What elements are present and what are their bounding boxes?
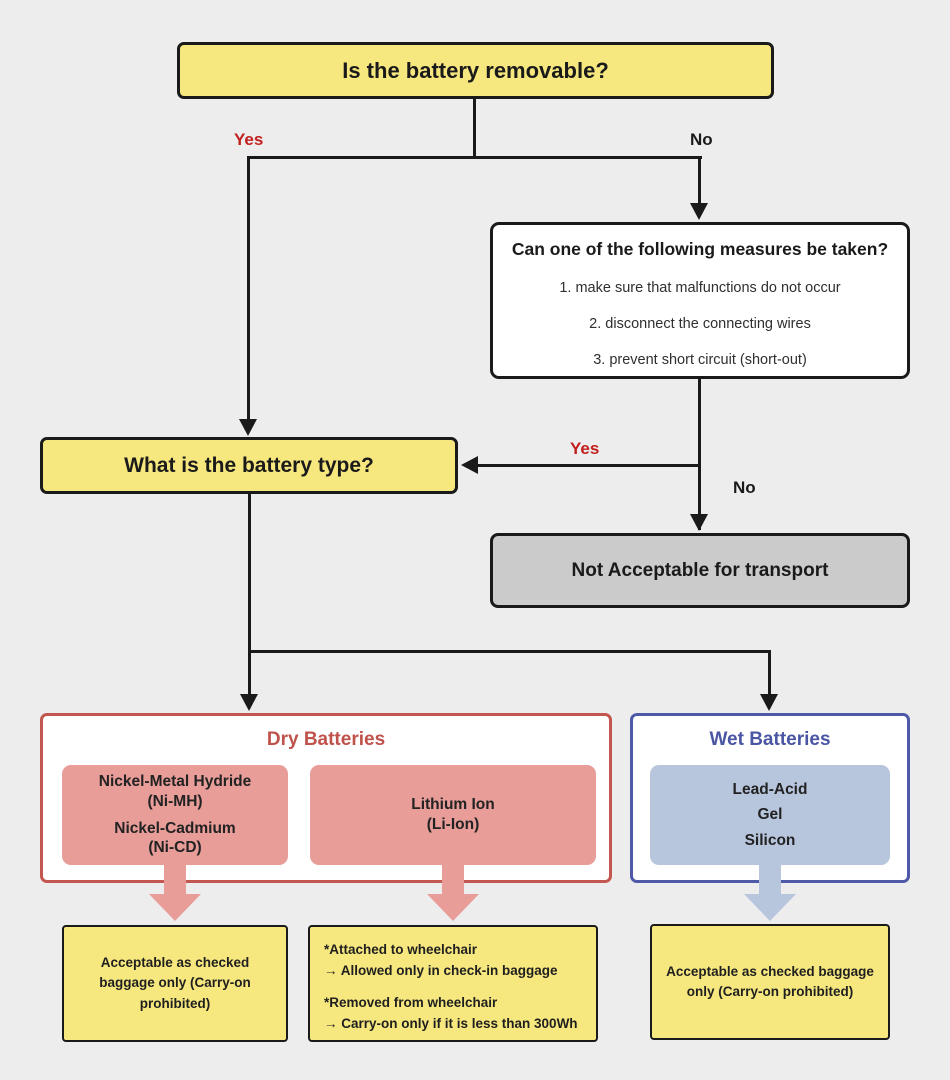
group-dry-title: Dry Batteries bbox=[266, 729, 386, 750]
question-measures-title: Can one of the following measures be tak… bbox=[511, 239, 889, 259]
connector-measures-down bbox=[698, 379, 701, 530]
type-line: Gel bbox=[757, 806, 783, 824]
outcome-lithium-line: → Carry-on only if it is less than 300Wh bbox=[324, 1015, 578, 1031]
connector-to-wet bbox=[768, 650, 771, 698]
type-line: Lead-Acid bbox=[732, 780, 808, 798]
type-line: Lithium Ion bbox=[411, 796, 495, 814]
fat-arrow-nickel-head bbox=[149, 894, 201, 921]
connector-no-vertical bbox=[698, 156, 701, 205]
question-battery-type-label: What is the battery type? bbox=[124, 453, 374, 477]
type-line: Nickel-Cadmium bbox=[114, 819, 236, 837]
fat-arrow-wet-head bbox=[744, 894, 796, 921]
fat-arrow-nickel-stem bbox=[164, 863, 186, 896]
outcome-nickel: Acceptable as checked baggage only (Carr… bbox=[62, 925, 288, 1042]
result-not-acceptable: Not Acceptable for transport bbox=[490, 533, 910, 608]
branch-label-yes-1: Yes bbox=[234, 130, 264, 149]
fat-arrow-wet-stem bbox=[759, 863, 781, 896]
connector-type-horizontal bbox=[248, 650, 771, 653]
type-line: (Ni-CD) bbox=[148, 839, 202, 857]
result-not-acceptable-label: Not Acceptable for transport bbox=[571, 559, 829, 581]
measure-item-3: 3. prevent short circuit (short-out) bbox=[593, 352, 807, 368]
fat-arrow-lithium-head bbox=[427, 894, 479, 921]
outcome-wet: Acceptable as checked baggage only (Carr… bbox=[650, 924, 890, 1040]
measure-item-2: 2. disconnect the connecting wires bbox=[589, 316, 811, 332]
question-battery-removable: Is the battery removable? bbox=[177, 42, 774, 99]
arrowhead-to-measures bbox=[690, 203, 708, 220]
question-battery-removable-label: Is the battery removable? bbox=[342, 57, 609, 83]
arrowhead-to-dry bbox=[240, 694, 258, 711]
connector-top-vertical bbox=[473, 99, 476, 158]
branch-label-no-1: No bbox=[690, 130, 713, 149]
question-measures: Can one of the following measures be tak… bbox=[490, 222, 910, 379]
connector-type-down bbox=[248, 494, 251, 653]
outcome-nickel-label: Acceptable as checked baggage only (Carr… bbox=[99, 955, 251, 1011]
type-lithium-ion: Lithium Ion (Li-Ion) bbox=[310, 765, 596, 865]
measure-item-1: 1. make sure that malfunctions do not oc… bbox=[559, 280, 841, 296]
outcome-wet-label: Acceptable as checked baggage only (Carr… bbox=[666, 963, 874, 999]
branch-label-yes-2: Yes bbox=[570, 439, 600, 458]
type-line: Nickel-Metal Hydride bbox=[98, 772, 252, 790]
outcome-lithium-line: *Attached to wheelchair bbox=[324, 942, 478, 957]
type-line: Silicon bbox=[744, 831, 796, 849]
type-line: (Ni-MH) bbox=[147, 792, 203, 810]
question-battery-type: What is the battery type? bbox=[40, 437, 458, 494]
type-line: (Li-Ion) bbox=[426, 816, 480, 833]
connector-measures-yes-horizontal bbox=[470, 464, 701, 467]
arrowhead-to-not-acceptable bbox=[690, 514, 708, 531]
outcome-lithium-line: *Removed from wheelchair bbox=[324, 994, 498, 1010]
type-wet-list: Lead-Acid Gel Silicon bbox=[650, 765, 890, 865]
group-wet-title: Wet Batteries bbox=[709, 729, 831, 750]
connector-top-horizontal bbox=[247, 156, 702, 159]
type-nickel-batteries: Nickel-Metal Hydride (Ni-MH) Nickel-Cadm… bbox=[62, 765, 288, 865]
arrowhead-to-battery-type bbox=[239, 419, 257, 436]
arrowhead-to-wet bbox=[760, 694, 778, 711]
branch-label-no-2: No bbox=[733, 478, 756, 497]
outcome-lithium-line: → Allowed only in check-in baggage bbox=[324, 962, 558, 978]
connector-to-dry bbox=[248, 650, 251, 698]
connector-yes-vertical bbox=[247, 156, 250, 422]
arrowhead-measures-yes bbox=[461, 456, 478, 474]
outcome-lithium: *Attached to wheelchair → Allowed only i… bbox=[308, 925, 598, 1042]
fat-arrow-lithium-stem bbox=[442, 863, 464, 896]
